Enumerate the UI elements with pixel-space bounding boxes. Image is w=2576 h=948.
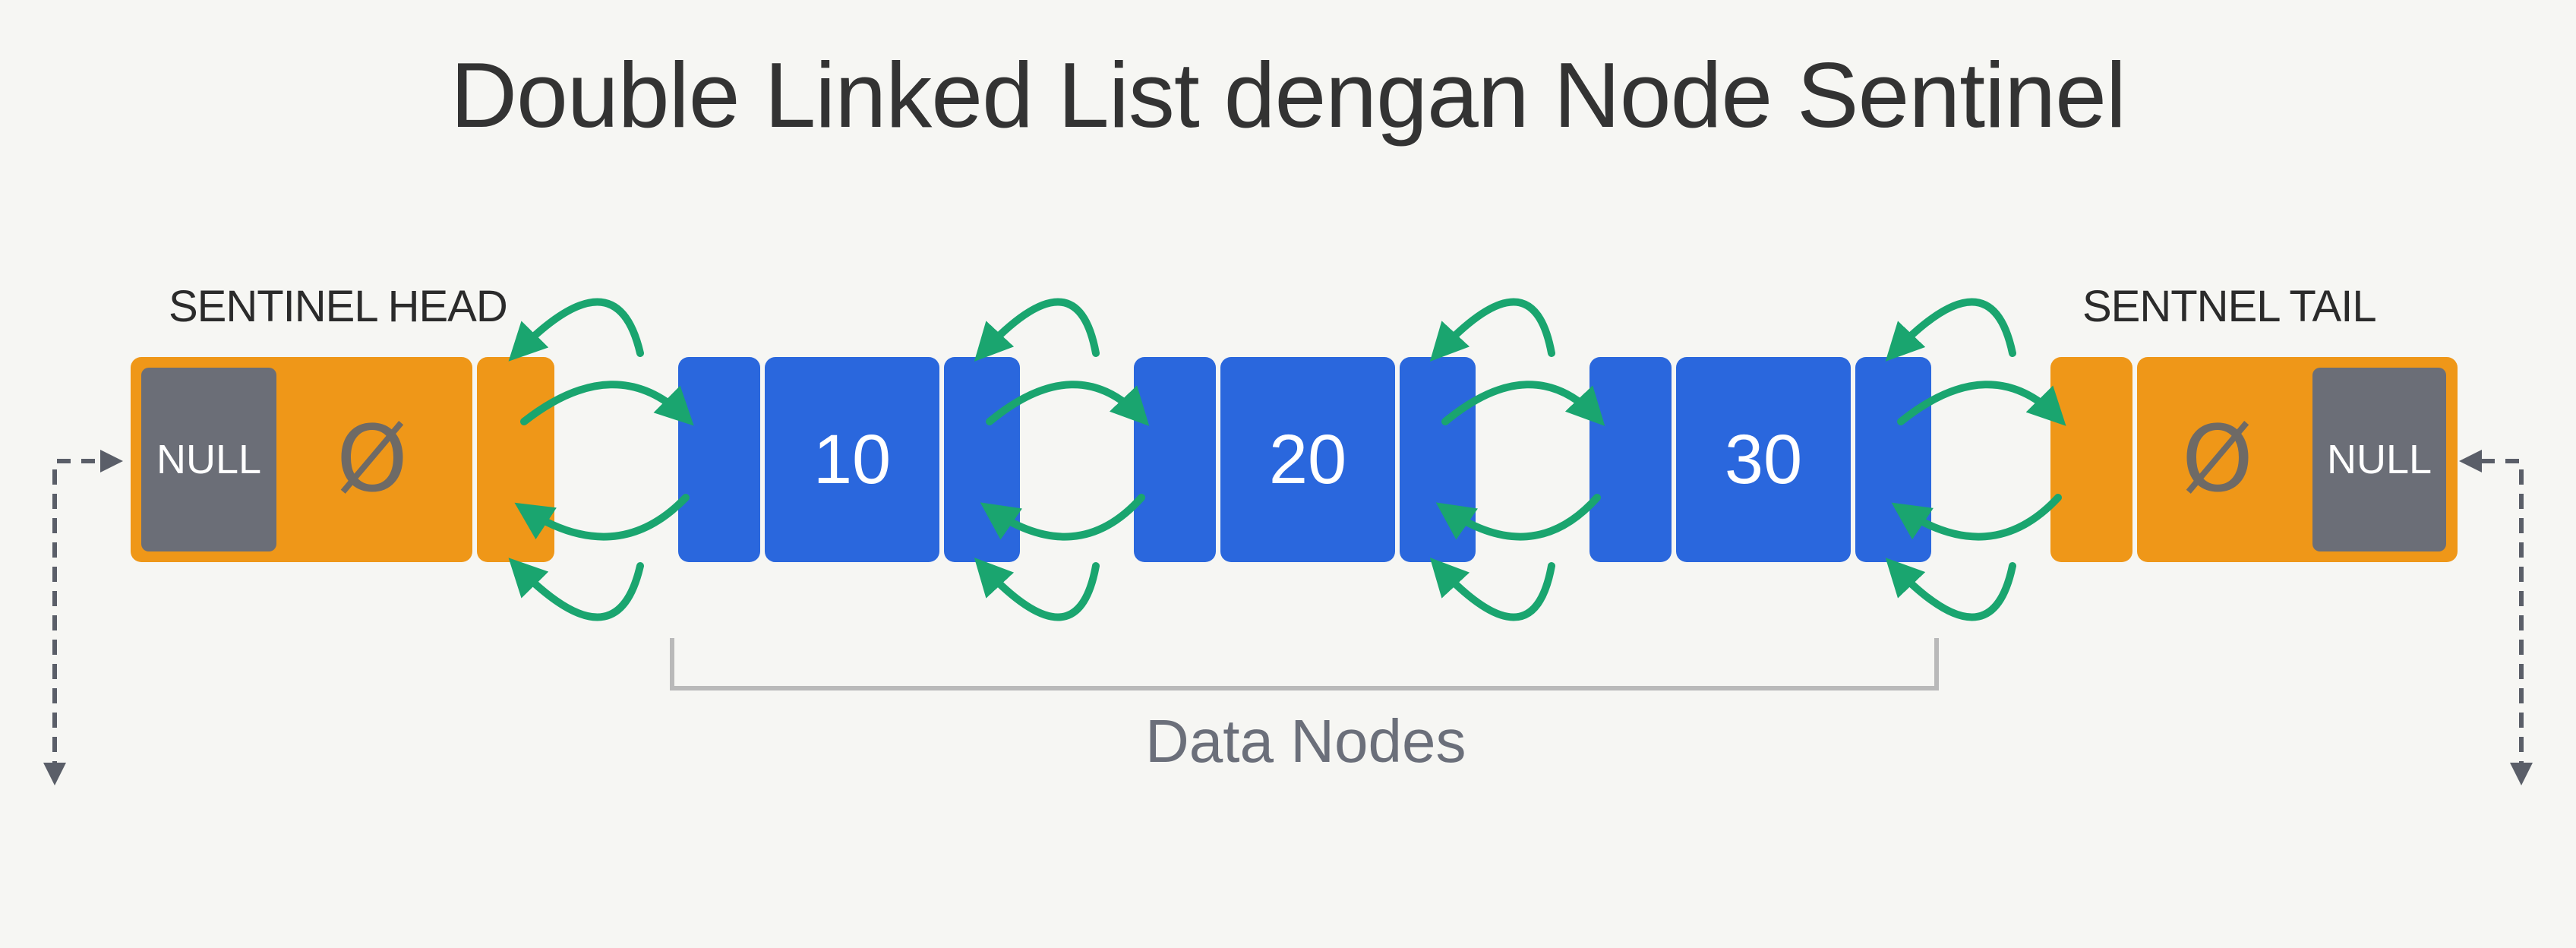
diagram-title: Double Linked List dengan Node Sentinel [450,43,2126,147]
link-arrow-2-next-lower [974,557,1100,621]
node-2-value: 20 [1268,420,1347,498]
link-arrow-3-prev-upper [1429,298,1555,362]
head-null-cell [141,368,276,551]
link-arrow-2-prev-lower [980,494,1145,541]
tail-null-cell [2312,368,2446,551]
sentinel-tail-label: SENTNEL TAIL [2082,282,2377,331]
link-arrow-4-next-upper [1897,381,2066,426]
link-arrow-1-prev-lower [514,494,690,541]
link-arrow-3-next-upper [1441,381,1605,426]
node-1-data-cell [765,357,939,562]
link-arrow-3-prev-lower [1435,494,1601,541]
head-null-text: NULL [156,437,262,482]
node-2-data-cell [1220,357,1395,562]
link-arrow-2-prev-upper [974,298,1100,362]
node-3-value: 30 [1724,420,1803,498]
data-nodes-bracket [670,638,1939,690]
link-arrow-4-next-lower [1885,558,2016,621]
node-1-value: 10 [813,420,892,498]
link-arrow-icon [508,298,2066,621]
link-arrow-3-next-lower [1429,557,1555,621]
sentinel-head-label: SENTINEL HEAD [169,282,508,331]
tail-null-pointer-arrow [2459,450,2524,775]
tail-null-text: NULL [2326,437,2432,482]
link-arrow-2-next-upper [986,381,1150,426]
link-arrow-1-next-upper [520,381,694,426]
head-null-pointer-arrow [52,450,123,775]
link-arrow-4-prev-lower [1891,494,2062,541]
head-empty-symbol: Ø [336,406,409,513]
link-arrow-1-prev-upper [508,298,644,362]
dashed-arrow-icon [43,450,2533,785]
tail-empty-symbol: Ø [2181,406,2254,513]
node-3-data-cell [1676,357,1851,562]
link-arrow-1-next-lower [508,558,644,621]
data-nodes-caption: Data Nodes [1145,707,1466,775]
link-arrow-4-prev-upper [1885,298,2016,362]
